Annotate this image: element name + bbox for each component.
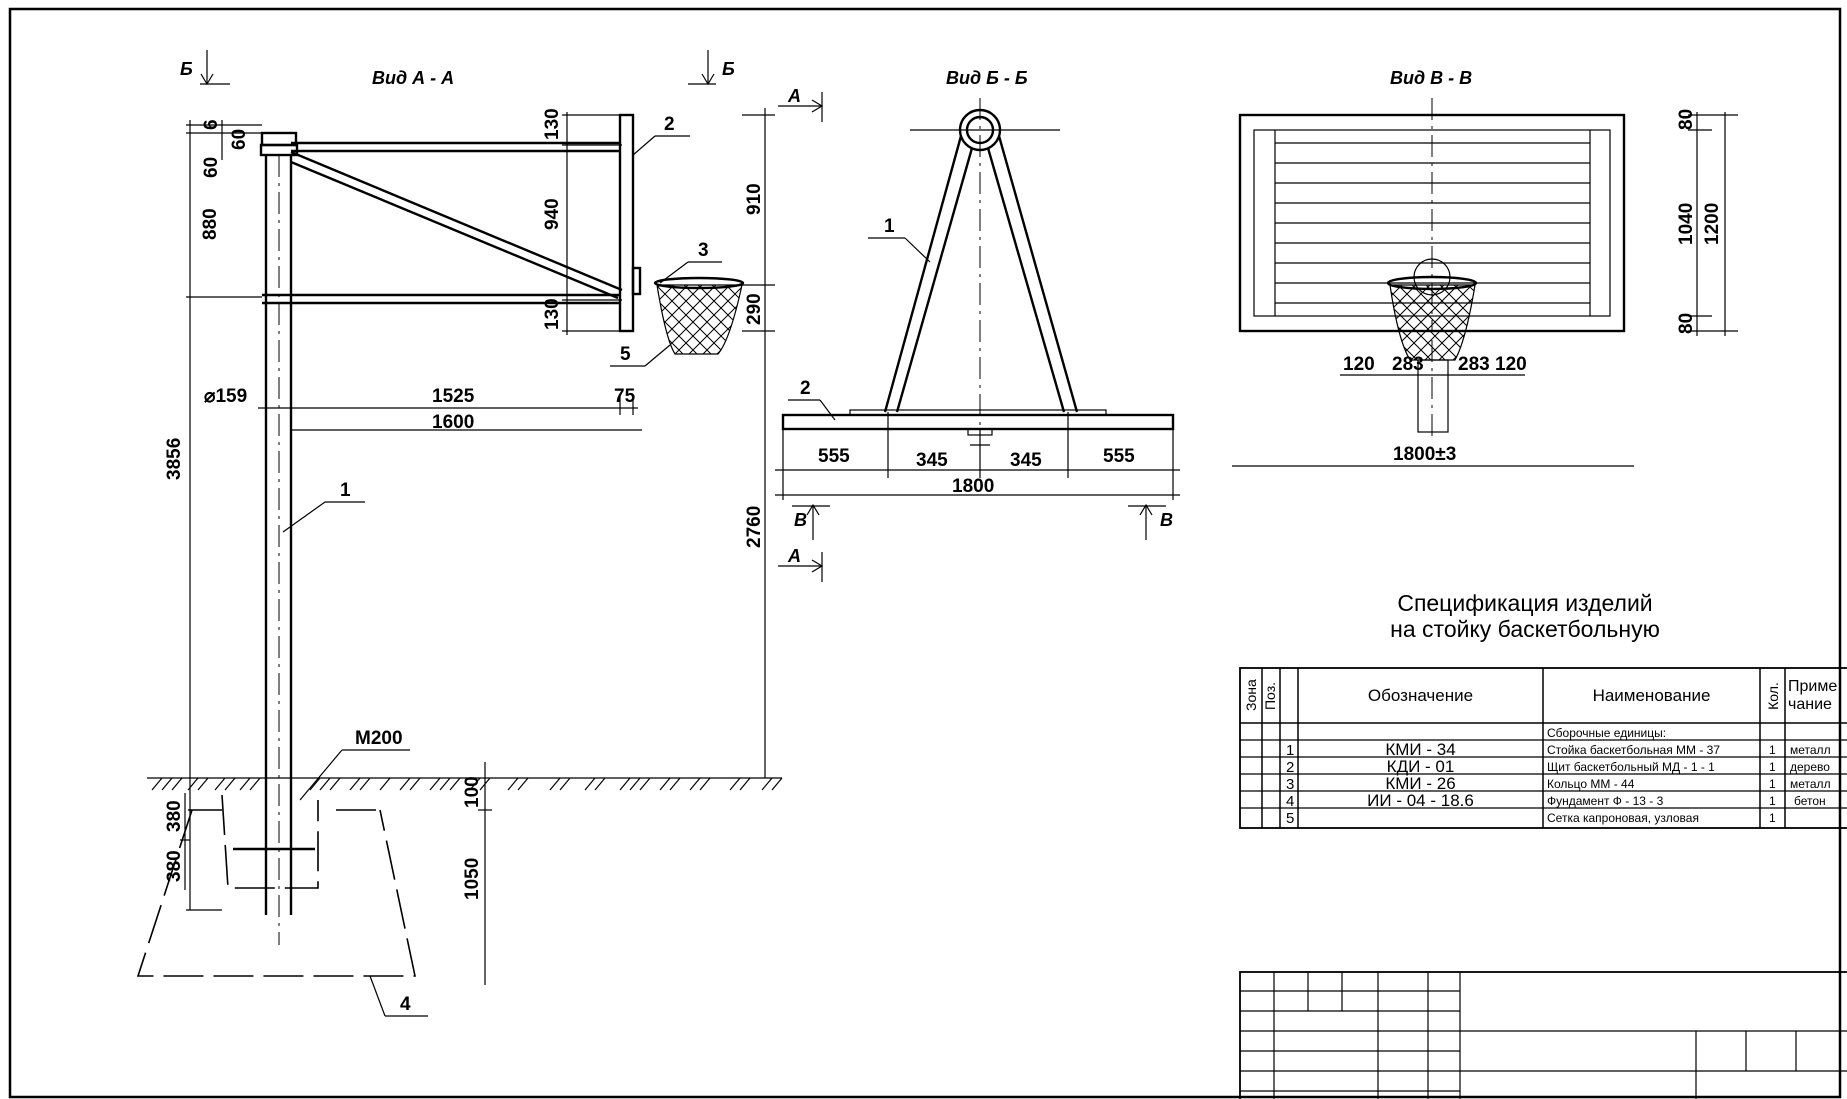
dim-1600: 1600 [432,412,474,433]
svg-text:А: А [787,546,801,566]
svg-text:Б: Б [180,59,193,79]
dim-1800-tol: 1800±3 [1393,444,1456,465]
svg-text:А: А [787,86,801,106]
spec-block: Спецификация изделий на стойку баскетбол… [1240,590,1847,642]
callout-b2: 2 [800,378,811,399]
svg-text:Б: Б [722,59,735,79]
dim-345b: 345 [1010,450,1042,471]
section-mark-b-left: Б [180,50,230,86]
view-vv-title: Вид В - В [1390,68,1472,88]
dims-aa-vertical-left: 60 6 60 880 3856 [164,119,262,911]
section-mark-v-right: В [1128,503,1173,540]
dim-130b: 130 [542,298,563,330]
dim-555b: 555 [1103,446,1135,467]
callout-5: 5 [620,344,631,365]
view-vv: Вид В - В 80 1040 80 [1232,68,1738,467]
view-aa: Вид А - А Б Б [136,50,824,1017]
dim-120b: 120 [1495,354,1527,375]
label-m200: М200 [355,728,403,749]
dim-1040: 1040 [1676,203,1697,245]
dim-940: 940 [542,198,563,230]
callout-1: 1 [340,480,351,501]
section-mark-a-bottom: А [778,546,824,582]
dim-1800: 1800 [952,476,994,497]
dims-aa-foundation: 100 1050 380 380 М200 [164,728,492,985]
view-bb-title: Вид Б - Б [946,68,1028,88]
dim-1050: 1050 [462,858,483,900]
dims-aa-vertical-backboard: 130 940 130 [542,108,622,335]
callout-b1: 1 [884,216,895,237]
dim-3856: 3856 [164,438,185,480]
dim-120a: 120 [1343,354,1375,375]
dim-100: 100 [462,776,483,808]
dim-910: 910 [744,183,765,215]
callout-3: 3 [698,240,709,261]
callout-4: 4 [400,994,411,1015]
section-mark-v-left: В [792,503,830,540]
dim-159: ⌀159 [204,386,247,407]
title-block [1239,971,1847,1099]
dim-6: 6 [201,119,222,130]
view-aa-title: Вид А - А [372,68,454,88]
dim-80b: 80 [1676,313,1697,334]
dim-60b: 60 [229,129,250,150]
svg-text:В: В [794,510,807,530]
dim-283a: 283 [1392,354,1424,375]
post [259,113,642,945]
spec-title-line1: Спецификация изделий [1397,590,1653,616]
view-bb: Вид Б - Б 555 345 345 555 1800 1 2 [775,68,1180,540]
svg-text:В: В [1160,510,1173,530]
sheet-frame [8,7,1842,1099]
dims-aa-vertical-right: 910 290 2760 [742,108,775,778]
dim-60a: 60 [201,157,222,178]
dim-345a: 345 [916,450,948,471]
dim-555a: 555 [818,446,850,467]
dim-75: 75 [614,386,636,407]
dim-80a: 80 [1676,109,1697,130]
foundation [136,794,416,977]
spec-title-line2: на стойку баскетбольную [1390,616,1660,642]
dim-880: 880 [200,208,221,240]
dims-aa-horizontal: ⌀159 1525 75 1600 [204,386,642,440]
hoop-net [653,276,745,355]
dim-290: 290 [744,293,765,325]
dim-2760: 2760 [744,506,765,548]
section-mark-b-right: Б [688,50,735,86]
dim-1525: 1525 [432,386,475,407]
dim-130a: 130 [542,108,563,140]
dim-283b: 283 [1458,354,1490,375]
callouts-aa: 2 3 5 1 4 [282,114,722,1017]
dim-1200: 1200 [1702,203,1723,245]
dim-380b: 380 [164,850,185,882]
dim-380a: 380 [164,800,185,832]
section-mark-a-top: А [778,86,824,122]
callout-2: 2 [664,114,675,135]
